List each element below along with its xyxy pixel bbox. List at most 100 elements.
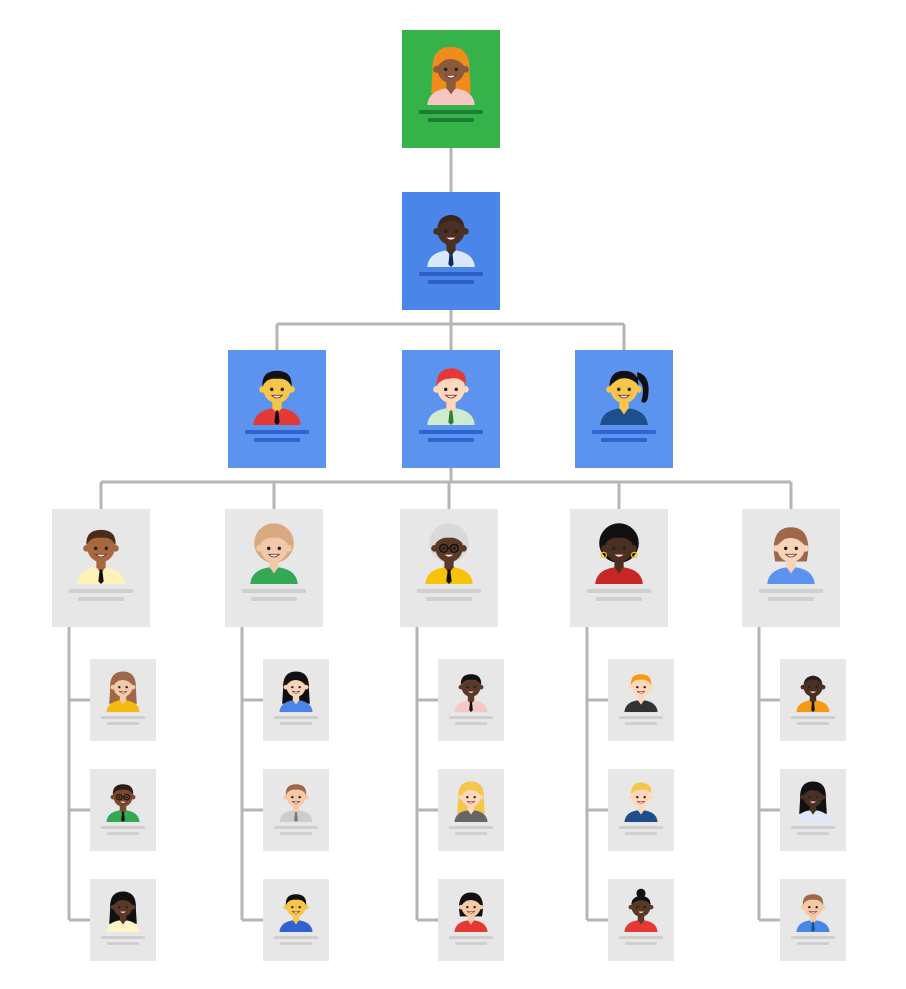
card-report-3-1[interactable] [608,769,674,851]
name-placeholder-bar [449,826,493,829]
card-lead-0[interactable] [52,509,150,627]
person-avatar-icon [624,782,658,822]
title-placeholder-bar [625,942,657,945]
person-avatar-icon [796,894,830,932]
name-placeholder-bar [69,589,133,593]
title-placeholder-bar [596,597,642,601]
card-report-4-0[interactable] [780,659,846,741]
person-avatar-icon [796,675,830,712]
name-placeholder-bar [242,589,306,593]
title-placeholder-bar [797,942,829,945]
card-report-0-1[interactable] [90,769,156,851]
card-manager-0[interactable] [228,350,326,468]
person-avatar-icon [106,891,140,932]
card-manager-2[interactable] [575,350,673,468]
title-placeholder-bar [797,722,829,725]
title-placeholder-bar [455,832,487,835]
name-placeholder-bar [791,826,835,829]
card-report-0-0[interactable] [90,659,156,741]
name-placeholder-bar [419,110,483,114]
name-placeholder-bar [101,716,145,719]
person-avatar-icon [106,671,140,712]
card-report-4-1[interactable] [780,769,846,851]
person-avatar-icon [279,894,313,932]
name-placeholder-bar [419,272,483,276]
card-report-2-1[interactable] [438,769,504,851]
name-placeholder-bar [449,716,493,719]
title-placeholder-bar [280,942,312,945]
title-placeholder-bar [107,942,139,945]
person-avatar-icon [624,674,658,712]
name-placeholder-bar [274,936,318,939]
card-report-2-0[interactable] [438,659,504,741]
person-avatar-icon [600,370,649,425]
name-placeholder-bar [245,430,309,434]
name-placeholder-bar [592,430,656,434]
card-manager-1[interactable] [402,350,500,468]
person-avatar-icon [796,781,830,822]
title-placeholder-bar [78,597,124,601]
title-placeholder-bar [107,832,139,835]
card-report-4-2[interactable] [780,879,846,961]
title-placeholder-bar [254,438,300,442]
name-placeholder-bar [791,936,835,939]
title-placeholder-bar [280,832,312,835]
person-avatar-icon [595,523,643,584]
card-lead-4[interactable] [742,509,840,627]
title-placeholder-bar [625,722,657,725]
name-placeholder-bar [101,826,145,829]
card-report-3-2[interactable] [608,879,674,961]
card-ceo[interactable] [402,30,500,148]
card-lead-2[interactable] [400,509,498,627]
person-avatar-icon [454,892,488,932]
name-placeholder-bar [791,716,835,719]
person-avatar-icon [454,781,488,822]
card-lead-3[interactable] [570,509,668,627]
card-report-2-2[interactable] [438,879,504,961]
title-placeholder-bar [428,438,474,442]
title-placeholder-bar [797,832,829,835]
title-placeholder-bar [455,722,487,725]
name-placeholder-bar [449,936,493,939]
person-avatar-icon [106,784,140,822]
person-avatar-icon [624,888,658,932]
card-report-1-0[interactable] [263,659,329,741]
title-placeholder-bar [625,832,657,835]
person-avatar-icon [427,214,475,267]
person-avatar-icon [279,784,313,822]
card-report-1-1[interactable] [263,769,329,851]
card-lead-1[interactable] [225,509,323,627]
title-placeholder-bar [601,438,647,442]
person-avatar-icon [454,674,488,712]
name-placeholder-bar [274,826,318,829]
title-placeholder-bar [455,942,487,945]
title-placeholder-bar [428,118,474,122]
person-avatar-icon [250,523,298,584]
name-placeholder-bar [417,589,481,593]
card-report-3-0[interactable] [608,659,674,741]
name-placeholder-bar [587,589,651,593]
card-exec[interactable] [402,192,500,310]
name-placeholder-bar [619,716,663,719]
title-placeholder-bar [251,597,297,601]
card-report-0-2[interactable] [90,879,156,961]
name-placeholder-bar [619,826,663,829]
person-avatar-icon [77,529,125,584]
title-placeholder-bar [768,597,814,601]
person-avatar-icon [253,370,301,425]
title-placeholder-bar [107,722,139,725]
person-avatar-icon [279,671,313,712]
name-placeholder-bar [759,589,823,593]
title-placeholder-bar [280,722,312,725]
title-placeholder-bar [428,280,474,284]
person-avatar-icon [427,368,475,425]
title-placeholder-bar [426,597,472,601]
name-placeholder-bar [619,936,663,939]
person-avatar-icon [425,523,473,584]
name-placeholder-bar [274,716,318,719]
card-report-1-2[interactable] [263,879,329,961]
name-placeholder-bar [419,430,483,434]
person-avatar-icon [427,46,475,105]
